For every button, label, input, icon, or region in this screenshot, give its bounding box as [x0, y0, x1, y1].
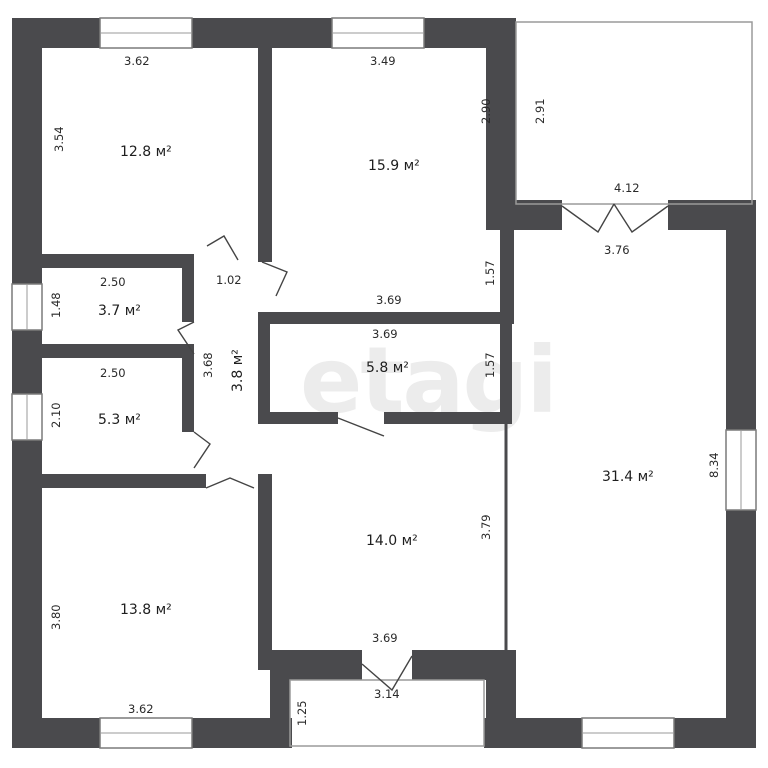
dimension-label: 1.02 [216, 273, 242, 287]
room-area-bedroom-top-left: 12.8 м² [120, 144, 172, 160]
dimension-label: 3.69 [376, 293, 402, 307]
room-area-storage-center: 5.8 м² [366, 360, 409, 376]
dimension-label: 3.68 [201, 352, 215, 378]
dimension-label: 3.54 [52, 126, 66, 152]
room-areas: 12.8 м² 15.9 м² 3.7 м² 5.3 м² 3.8 м² 5.8… [98, 144, 654, 618]
dimension-label: 2.90 [479, 98, 493, 124]
room-area-room-top-middle: 15.9 м² [368, 158, 420, 174]
dimension-label: 2.50 [100, 275, 126, 289]
dimension-label: 3.76 [604, 243, 630, 257]
dimension-label: 3.79 [479, 514, 493, 540]
dimension-label: 3.80 [49, 604, 63, 630]
doors [176, 203, 669, 692]
dimension-label: 1.25 [295, 700, 309, 726]
room-area-bath-2: 5.3 м² [98, 412, 141, 428]
room-area-bedroom-bottom-left: 13.8 м² [120, 602, 172, 618]
windows [11, 17, 757, 749]
room-area-bath-1: 3.7 м² [98, 303, 141, 319]
room-area-corridor: 3.8 м² [230, 349, 246, 392]
dimension-label: 3.49 [370, 54, 396, 68]
dimension-label: 2.10 [49, 402, 63, 428]
dimension-label: 1.48 [49, 292, 63, 318]
interior-walls [40, 44, 514, 670]
balconies [289, 21, 753, 747]
dimension-label: 3.69 [372, 327, 398, 341]
dimension-labels: 3.62 3.54 3.49 2.90 2.91 4.12 3.76 1.57 … [49, 54, 721, 726]
dimension-label: 2.50 [100, 366, 126, 380]
dimension-label: 3.69 [372, 631, 398, 645]
room-area-living-large: 31.4 м² [602, 469, 654, 485]
dimension-label: 1.57 [483, 352, 497, 378]
dimension-label: 3.62 [128, 702, 154, 716]
dimension-label: 3.62 [124, 54, 150, 68]
dimension-label: 4.12 [614, 181, 640, 195]
dimension-label: 3.14 [374, 687, 400, 701]
dimension-label: 2.91 [533, 98, 547, 124]
dimension-label: 1.57 [483, 260, 497, 286]
room-area-hall: 14.0 м² [366, 533, 418, 549]
dimension-label: 8.34 [707, 452, 721, 478]
